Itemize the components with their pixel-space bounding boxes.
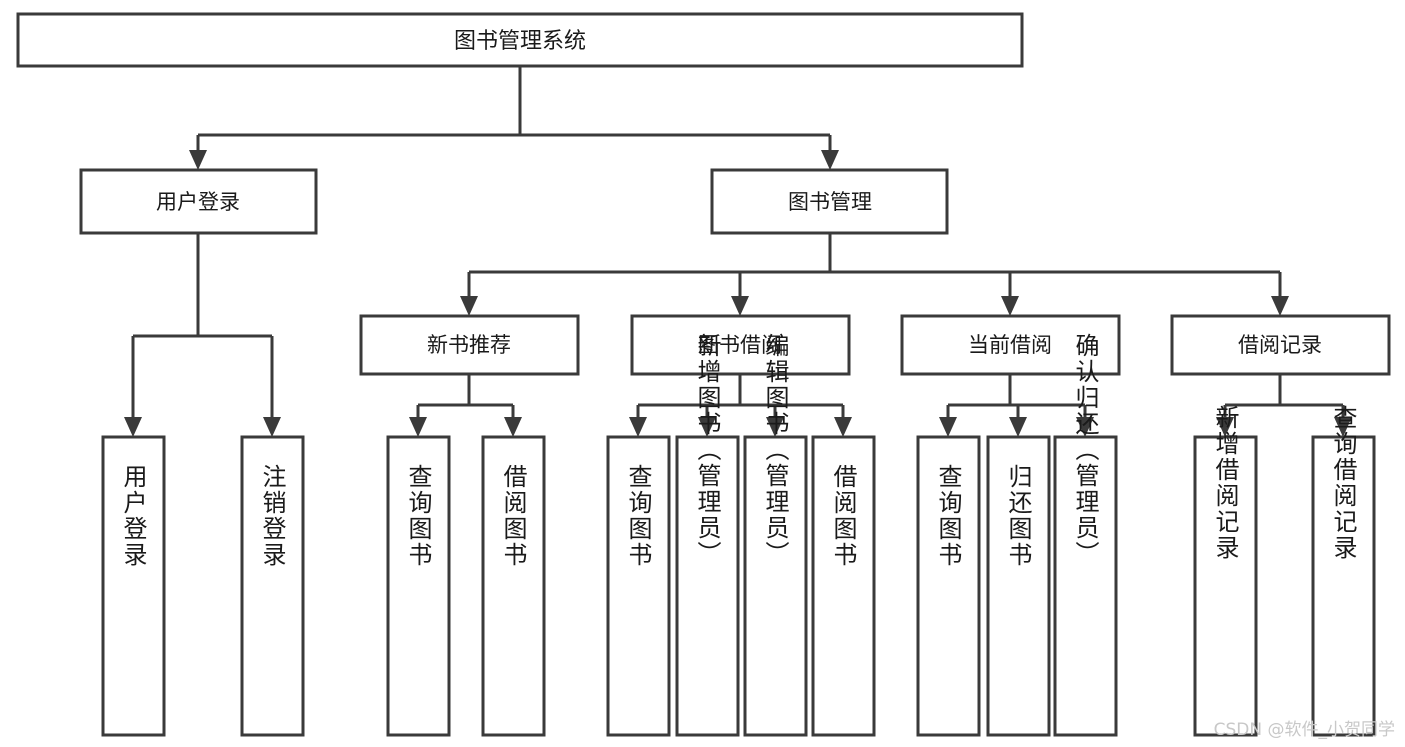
node-book-management-label: 图书管理 (788, 190, 872, 214)
leaf-add-book-box[interactable] (675, 435, 740, 737)
node-new-book-recommend-box[interactable] (359, 314, 580, 376)
arrow-head-leaf-logout-login (263, 417, 281, 437)
node-root[interactable]: 图书管理系统 (16, 12, 1024, 68)
leaf-query-book-3-label: 查询图书 (934, 464, 962, 568)
leaf-borrow-book-2-box[interactable] (811, 435, 876, 737)
leaf-borrow-book-2[interactable]: 借阅图书 (811, 435, 876, 737)
node-root-label: 图书管理系统 (454, 29, 586, 54)
leaf-logout-login-label: 注销登录 (258, 464, 286, 568)
arrow-head-leaf-query-book-3 (939, 417, 957, 437)
node-root-box[interactable] (16, 12, 1024, 68)
node-book-management-box[interactable] (710, 168, 949, 235)
leaf-logout-login-box[interactable] (240, 435, 305, 737)
leaf-query-book-1-box[interactable] (386, 435, 451, 737)
arrow-head-leaf-query-book-2 (629, 417, 647, 437)
leaf-add-record[interactable]: 新增借阅记录 (1193, 405, 1258, 737)
arrow-head-leaf-return-book (1009, 417, 1027, 437)
node-book-management[interactable]: 图书管理 (710, 168, 949, 235)
arrow-head-leaf-borrow-book-1 (504, 417, 522, 437)
leaf-edit-book[interactable]: 编辑图书（管理员） (743, 333, 808, 737)
arrow-head-leaf-borrow-book-2 (834, 417, 852, 437)
leaf-edit-book-label: 编辑图书（管理员） (761, 333, 789, 567)
leaf-query-book-1-label: 查询图书 (404, 464, 432, 568)
leaf-query-record-label: 查询借阅记录 (1329, 405, 1357, 561)
arrow-head-leaf-query-record (1334, 417, 1352, 437)
leaf-borrow-book-2-label: 借阅图书 (829, 464, 857, 568)
arrow-head-leaf-add-record (1216, 417, 1234, 437)
leaf-add-record-box[interactable] (1193, 435, 1258, 737)
leaf-add-book-label: 新增图书（管理员） (693, 333, 721, 567)
leaf-query-book-1[interactable]: 查询图书 (386, 435, 451, 737)
leaf-add-book[interactable]: 新增图书（管理员） (675, 333, 740, 737)
arrow-head-book-borrow (731, 296, 749, 316)
node-current-borrow[interactable]: 当前借阅 (900, 314, 1121, 376)
leaf-borrow-book-1[interactable]: 借阅图书 (481, 435, 546, 737)
node-user-login-box[interactable] (79, 168, 318, 235)
node-borrow-record-box[interactable] (1170, 314, 1391, 376)
node-borrow-record-label: 借阅记录 (1238, 333, 1322, 357)
leaf-return-book[interactable]: 归还图书 (986, 435, 1051, 737)
leaf-confirm-return-box[interactable] (1053, 435, 1118, 737)
arrow-head-leaf-confirm-return (1076, 417, 1094, 437)
leaf-logout-login[interactable]: 注销登录 (240, 435, 305, 737)
leaf-query-book-3[interactable]: 查询图书 (916, 435, 981, 737)
leaf-query-record[interactable]: 查询借阅记录 (1311, 405, 1376, 737)
leaf-query-book-2-box[interactable] (606, 435, 671, 737)
leaf-query-book-2-label: 查询图书 (624, 464, 652, 568)
leaf-return-book-box[interactable] (986, 435, 1051, 737)
node-borrow-record[interactable]: 借阅记录 (1170, 314, 1391, 376)
leaf-confirm-return-label: 确认归还（管理员） (1071, 333, 1099, 567)
arrow-head-borrow-record (1271, 296, 1289, 316)
leaf-user-login-label: 用户登录 (119, 464, 147, 568)
leaf-return-book-label: 归还图书 (1004, 464, 1032, 568)
arrow-head-to-book-management (821, 150, 839, 170)
arrow-head-new-book-recommend (460, 296, 478, 316)
leaf-edit-book-box[interactable] (743, 435, 808, 737)
node-current-borrow-box[interactable] (900, 314, 1121, 376)
node-user-login[interactable]: 用户登录 (79, 168, 318, 235)
leaf-user-login[interactable]: 用户登录 (101, 435, 166, 737)
arrow-head-leaf-add-book (698, 417, 716, 437)
arrow-head-to-user-login (189, 150, 207, 170)
csdn-watermark: CSDN @软件_小贺同学 (1214, 720, 1395, 740)
arrow-head-leaf-edit-book (766, 417, 784, 437)
connector-layer (124, 66, 1352, 437)
arrow-head-leaf-user-login (124, 417, 142, 437)
leaf-borrow-book-1-label: 借阅图书 (499, 464, 527, 568)
node-user-login-label: 用户登录 (156, 190, 240, 214)
node-new-book-recommend[interactable]: 新书推荐 (359, 314, 580, 376)
leaf-query-record-box[interactable] (1311, 435, 1376, 737)
node-new-book-recommend-label: 新书推荐 (427, 333, 511, 357)
node-book-borrow[interactable]: 图书借阅 (630, 314, 851, 376)
node-book-borrow-box[interactable] (630, 314, 851, 376)
node-current-borrow-label: 当前借阅 (968, 333, 1052, 357)
arrow-head-leaf-query-book-1 (409, 417, 427, 437)
leaf-borrow-book-1-box[interactable] (481, 435, 546, 737)
leaf-query-book-2[interactable]: 查询图书 (606, 435, 671, 737)
leaf-add-record-label: 新增借阅记录 (1211, 405, 1239, 561)
node-book-borrow-label: 图书借阅 (698, 333, 782, 357)
leaf-query-book-3-box[interactable] (916, 435, 981, 737)
leaf-confirm-return[interactable]: 确认归还（管理员） (1053, 333, 1118, 737)
leaf-user-login-box[interactable] (101, 435, 166, 737)
arrow-head-current-borrow (1001, 296, 1019, 316)
